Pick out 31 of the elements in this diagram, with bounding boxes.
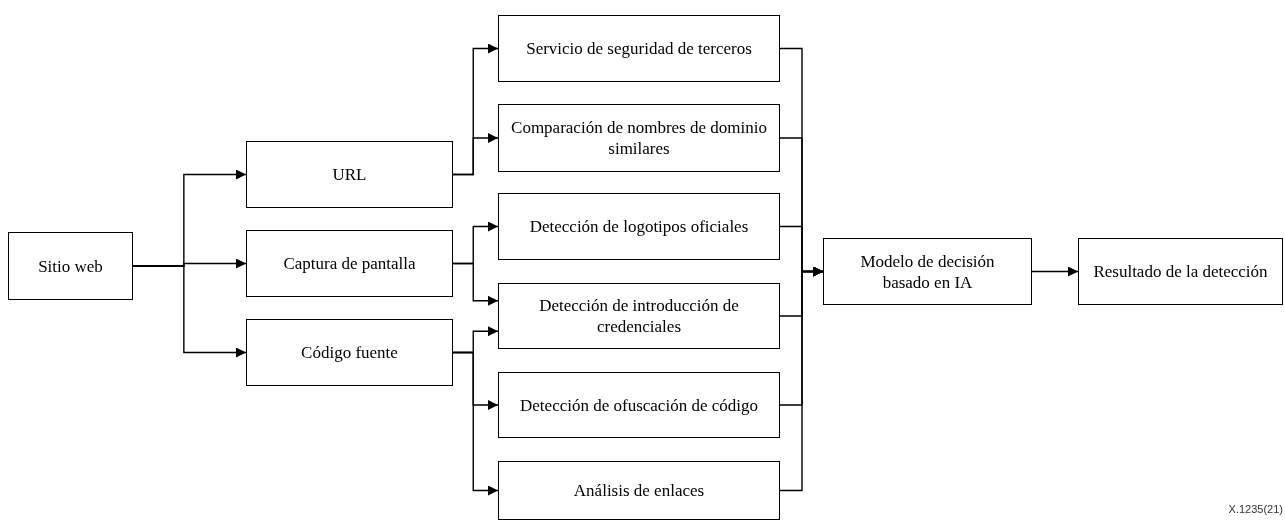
arrow <box>1031 266 1079 277</box>
process-box <box>498 193 780 260</box>
process-box <box>823 238 1032 305</box>
box-label: Detección de ofuscación de código <box>520 394 758 416</box>
process-box <box>498 104 780 172</box>
box-label: Comparación de nombres de dominio similares <box>511 117 767 159</box>
box-label: Detección de logotipos oficiales <box>529 216 749 237</box>
figure-number: X.1235(21) <box>1228 501 1283 517</box>
box-label: Resultado de la detección <box>1093 261 1268 282</box>
box-label: Captura de pantalla <box>283 253 416 274</box>
process-box <box>1078 238 1283 305</box>
arrow <box>779 266 824 492</box>
process-box <box>246 319 453 386</box>
process-box <box>8 232 133 300</box>
box-label: Código fuente <box>301 342 398 363</box>
arrow <box>452 262 499 306</box>
process-box <box>498 15 780 82</box>
process-box <box>246 141 453 208</box>
box-label: Sitio web <box>38 255 103 277</box>
process-box <box>246 230 453 297</box>
box-label: Análisis de enlaces <box>573 480 705 501</box>
box-label: Modelo de decisión basado en IA <box>859 250 996 293</box>
arrow <box>132 265 247 358</box>
process-box <box>498 372 780 438</box>
arrow <box>452 351 499 496</box>
process-box <box>498 283 780 349</box>
arrow <box>452 133 499 176</box>
box-label: Servicio de seguridad de terceros <box>526 38 752 59</box>
process-box <box>498 461 780 520</box>
box-label: Detección de introducción de credenciales <box>538 295 740 337</box>
box-label: URL <box>332 164 367 185</box>
